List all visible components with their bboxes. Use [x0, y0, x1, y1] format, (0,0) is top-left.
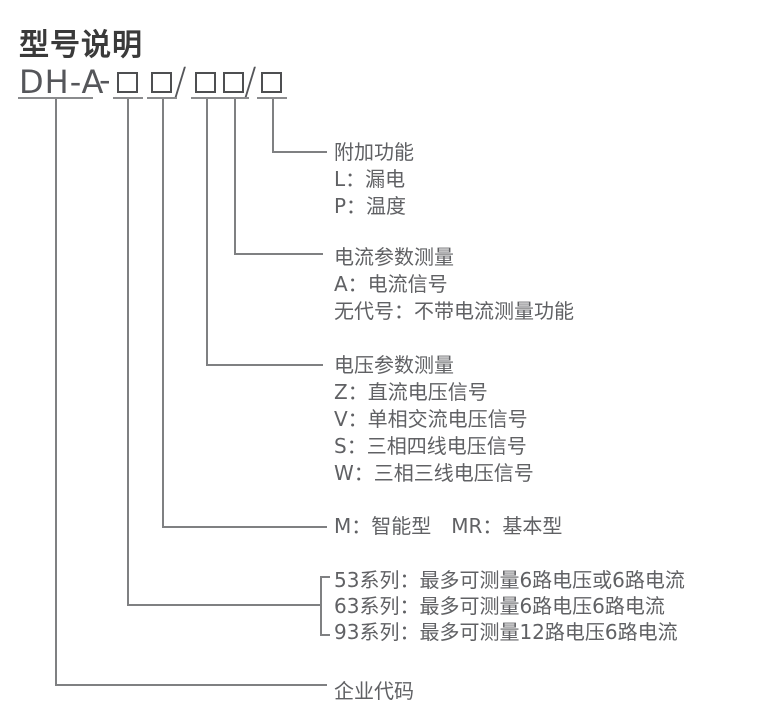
legend-enterprise-code: 企业代码: [334, 678, 414, 705]
legend-line: L：漏电: [334, 167, 406, 191]
underline-box-3: [191, 97, 221, 99]
underline-box-4: [219, 97, 249, 99]
connector-vertical-box-5: [272, 99, 274, 153]
series-bracket-bottom-tick: [320, 634, 330, 636]
legend-line: 无代号：不带电流测量功能: [334, 299, 574, 323]
model-code-slash-2: /: [244, 60, 257, 103]
connector-horizontal-current-parameters: [234, 253, 323, 255]
underline-box-5: [257, 97, 287, 99]
model-code-prefix: DH-A: [19, 63, 105, 101]
legend-line: 电压参数测量: [334, 353, 454, 377]
legend-line: 企业代码: [334, 679, 414, 703]
legend-line: Z：直流电压信号: [334, 380, 488, 404]
connector-vertical-box-4: [234, 99, 236, 255]
underline-prefix: [18, 97, 93, 99]
model-code-box-3: [195, 72, 216, 93]
connector-horizontal-device-type: [162, 526, 327, 528]
legend-voltage-parameters: 电压参数测量 Z：直流电压信号 V：单相交流电压信号 S：三相四线电压信号 W：…: [334, 352, 534, 487]
legend-series: 53系列：最多可测量6路电压或6路电流 63系列：最多可测量6路电压6路电流 9…: [334, 567, 685, 645]
model-code-dash: -: [99, 61, 111, 99]
connector-vertical-prefix: [55, 99, 57, 686]
page-title: 型号说明: [19, 28, 143, 63]
model-code-box-1: [117, 72, 138, 93]
model-code-slash-1: /: [174, 60, 187, 103]
underline-box-2: [147, 97, 177, 99]
legend-line: P：温度: [334, 194, 407, 218]
connector-horizontal-enterprise-code: [55, 684, 327, 686]
legend-line: V：单相交流电压信号: [334, 407, 528, 431]
legend-line: W：三相三线电压信号: [334, 461, 534, 485]
legend-line: 63系列：最多可测量6路电压6路电流: [334, 594, 665, 618]
legend-current-parameters: 电流参数测量 A：电流信号 无代号：不带电流测量功能: [334, 244, 574, 325]
legend-line: 93系列：最多可测量12路电压6路电流: [334, 620, 678, 644]
model-code-box-2: [151, 72, 172, 93]
series-bracket-vertical: [320, 576, 322, 636]
legend-additional-functions: 附加功能 L：漏电 P：温度: [334, 139, 414, 220]
connector-vertical-box-2: [162, 99, 164, 528]
connector-vertical-box-1: [127, 99, 129, 606]
legend-line: 53系列：最多可测量6路电压或6路电流: [334, 568, 685, 592]
connector-horizontal-voltage-parameters: [206, 364, 323, 366]
connector-horizontal-additional-functions: [272, 151, 327, 153]
model-code-box-4: [223, 72, 244, 93]
legend-line: M：智能型 MR：基本型: [334, 514, 563, 538]
legend-line: A：电流信号: [334, 272, 448, 296]
connector-vertical-box-3: [206, 99, 208, 366]
series-bracket-top-tick: [320, 576, 330, 578]
legend-line: S：三相四线电压信号: [334, 434, 527, 458]
underline-box-1: [113, 97, 143, 99]
legend-line: 电流参数测量: [334, 245, 454, 269]
connector-horizontal-series: [127, 604, 321, 606]
legend-device-type: M：智能型 MR：基本型: [334, 513, 562, 540]
model-code-box-5: [261, 72, 282, 93]
legend-line: 附加功能: [334, 140, 414, 164]
